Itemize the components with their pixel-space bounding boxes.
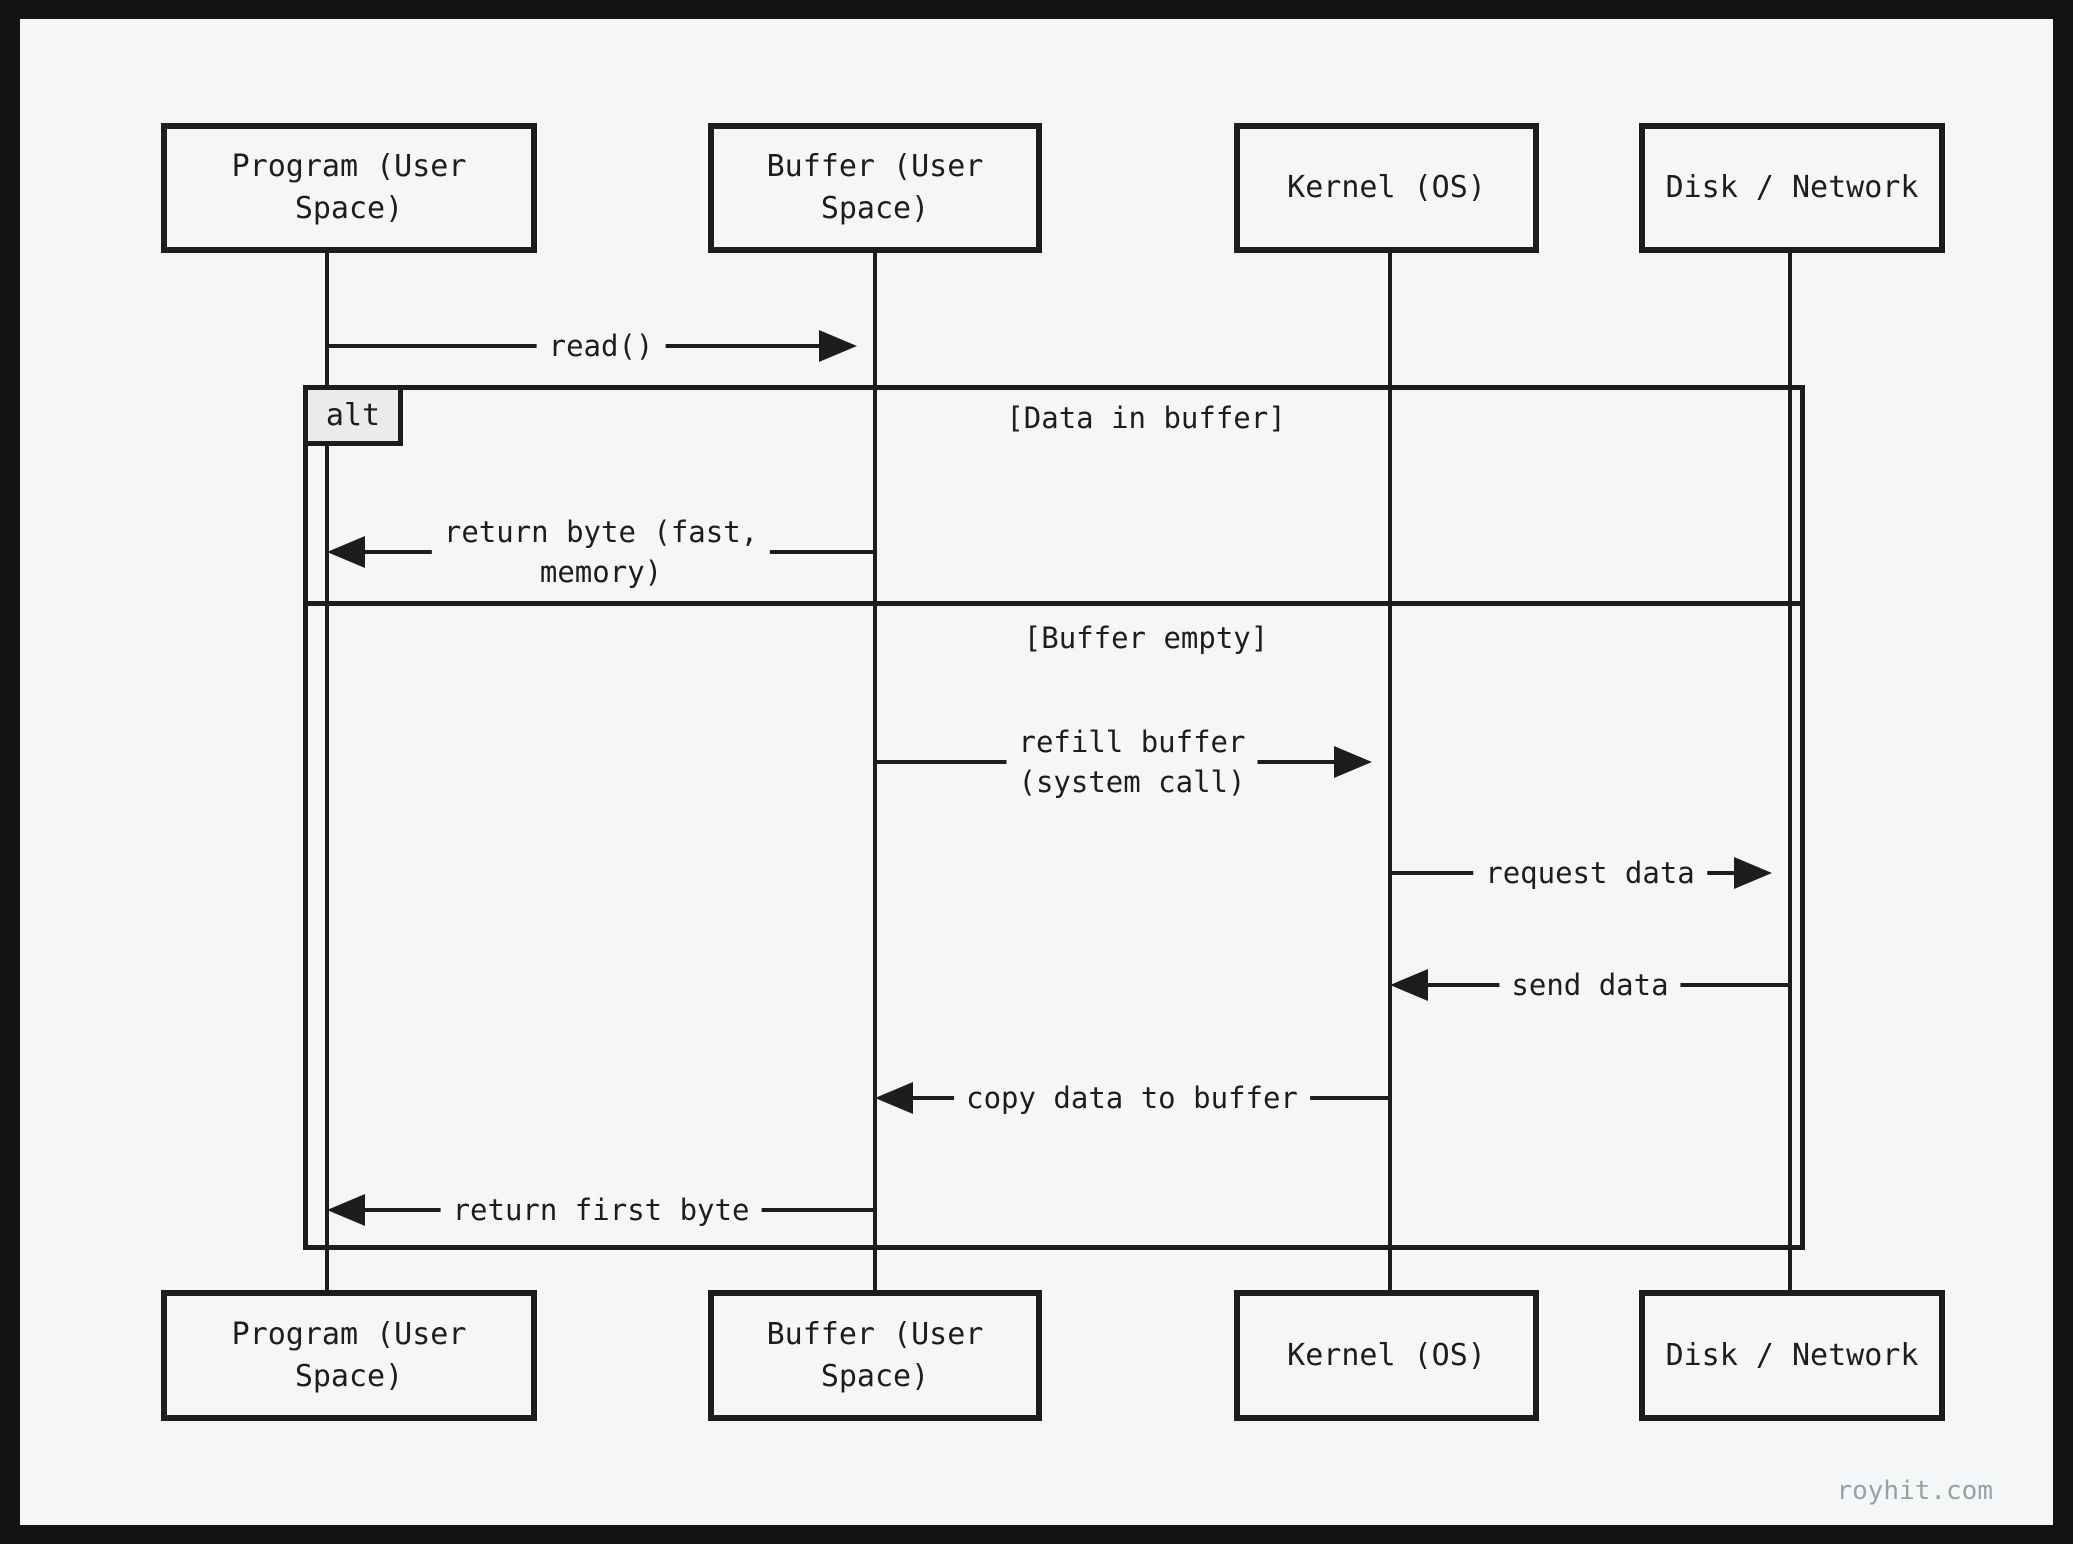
actor-top-program: Program (User Space): [161, 123, 537, 253]
message-label-return-first-byte: return first byte: [440, 1188, 762, 1232]
actor-bottom-kernel: Kernel (OS): [1234, 1290, 1539, 1421]
diagram-canvas: Program (User Space) Buffer (User Space)…: [20, 19, 2053, 1525]
message-label-send-data: send data: [1499, 963, 1681, 1007]
message-label-copy-data: copy data to buffer: [954, 1076, 1310, 1120]
actor-bottom-disk: Disk / Network: [1639, 1290, 1945, 1421]
arrowhead-return-first-byte: [327, 1194, 365, 1226]
actor-top-kernel: Kernel (OS): [1234, 123, 1539, 253]
arrowhead-return-byte: [327, 536, 365, 568]
lifeline-program: [325, 234, 329, 1290]
message-label-refill-buffer: refill buffer (system call): [1006, 720, 1258, 804]
actor-bottom-buffer: Buffer (User Space): [708, 1290, 1042, 1421]
alt-frame-label: alt: [303, 385, 403, 446]
arrowhead-request-data: [1734, 857, 1772, 889]
watermark-royhit: royhit.com: [1836, 1476, 1993, 1506]
condition-buffer-empty: [Buffer empty]: [1023, 621, 1269, 655]
condition-data-in-buffer: [Data in buffer]: [1006, 401, 1286, 435]
arrowhead-refill-buffer: [1334, 746, 1372, 778]
actor-bottom-program: Program (User Space): [161, 1290, 537, 1421]
lifeline-disk: [1788, 234, 1792, 1290]
arrowhead-send-data: [1390, 969, 1428, 1001]
alt-frame: [303, 385, 1805, 1250]
alt-frame-divider: [303, 601, 1805, 606]
message-label-return-byte: return byte (fast, memory): [431, 510, 771, 594]
lifeline-kernel: [1388, 234, 1392, 1290]
actor-top-buffer: Buffer (User Space): [708, 123, 1042, 253]
arrowhead-read: [819, 330, 857, 362]
message-label-request-data: request data: [1473, 851, 1707, 895]
actor-top-disk: Disk / Network: [1639, 123, 1945, 253]
arrowhead-copy-data: [875, 1082, 913, 1114]
message-label-read: read(): [536, 324, 666, 368]
